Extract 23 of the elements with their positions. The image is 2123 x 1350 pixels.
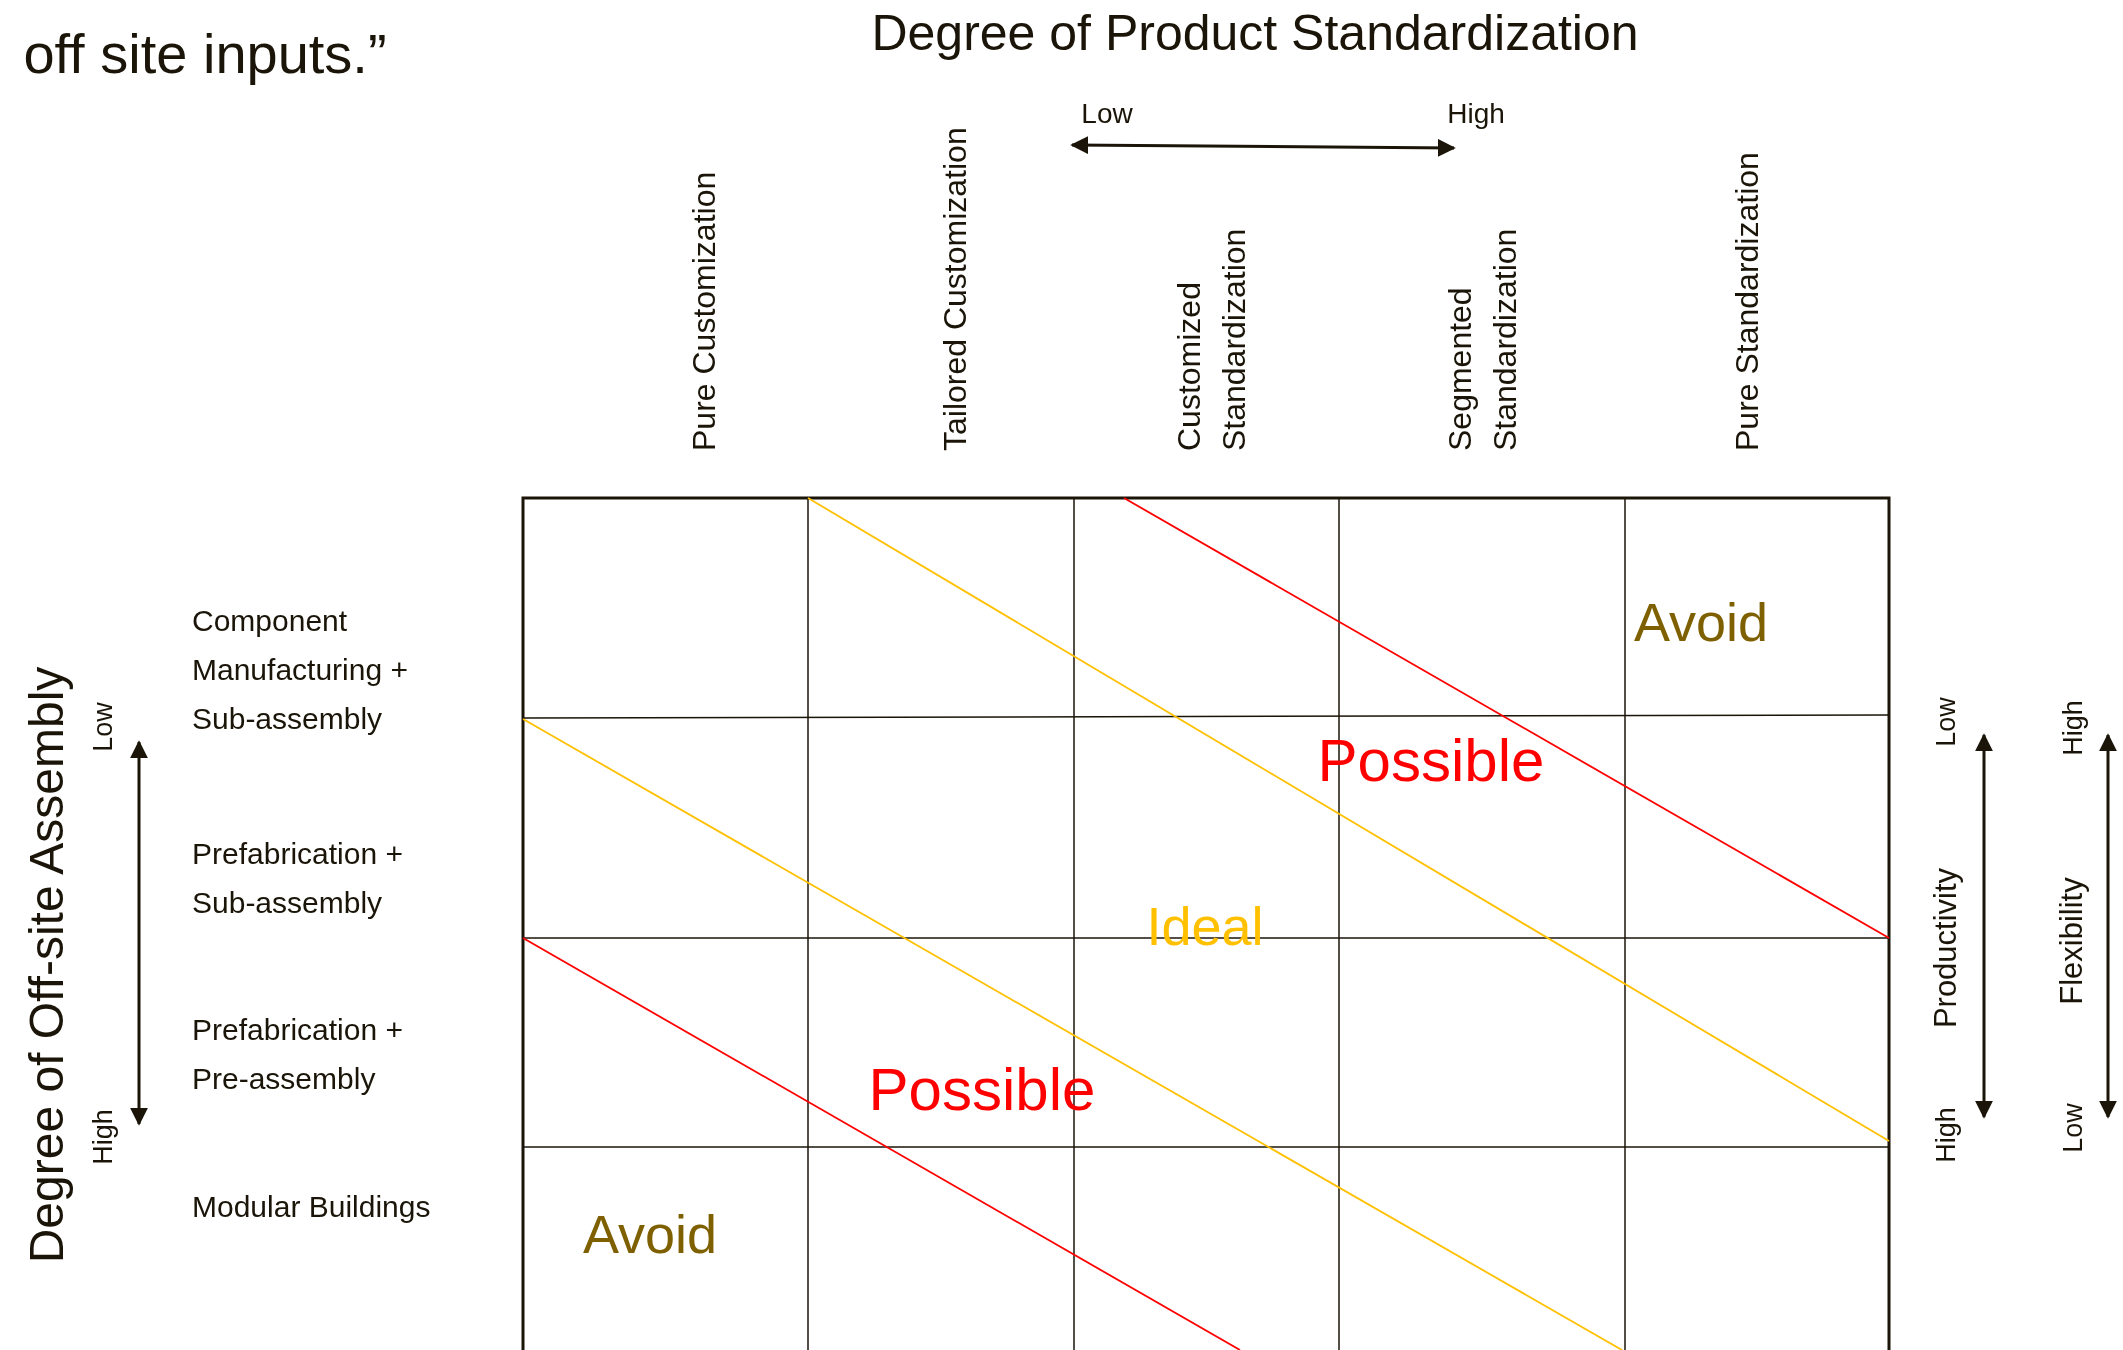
chart-title: Degree of Product Standardization <box>871 4 1639 62</box>
scale-label: High <box>1930 1107 1963 1163</box>
row-label: Modular Buildings <box>192 1189 432 1225</box>
scale-label: High <box>87 1109 120 1165</box>
scale-label: Low <box>2057 1103 2090 1153</box>
scale-label: Low <box>1081 97 1133 132</box>
scale-label: Low <box>1930 697 1963 747</box>
row-label: Prefabrication + Pre-assembly <box>192 1012 404 1097</box>
scale-label: High <box>1447 97 1505 132</box>
scale-label: High <box>2057 700 2090 756</box>
column-label: Customized Standardization <box>1170 227 1253 451</box>
axis-title: Flexibility <box>2053 877 2091 1005</box>
row-label: Component Manufacturing + Sub-assembly <box>192 603 409 737</box>
region-label: Avoid <box>582 1203 718 1267</box>
column-label: Pure Standardization <box>1727 151 1766 451</box>
region-label: Avoid <box>1633 591 1769 655</box>
axis-title: Degree of Off-site Assembly <box>19 666 75 1264</box>
scale-label: Low <box>87 702 120 752</box>
column-label: Pure Customization <box>684 170 723 451</box>
axis-title: Productivity <box>1927 867 1965 1029</box>
quote-text: off site inputs.” <box>23 20 387 87</box>
row-label: Prefabrication + Sub-assembly <box>192 836 404 921</box>
column-label: Segmented Standardization <box>1441 227 1524 451</box>
